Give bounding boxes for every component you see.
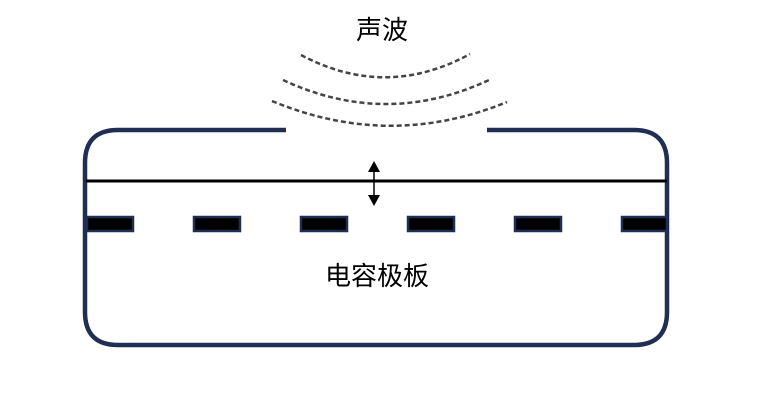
sound-wave-arc-inner bbox=[300, 52, 471, 79]
sound-wave-label: 声波 bbox=[355, 16, 409, 46]
sound-waves bbox=[271, 52, 508, 127]
microphone-housing bbox=[82, 127, 670, 348]
capacitor-plate-label: 电容极板 bbox=[324, 262, 430, 292]
sound-wave-arc-middle bbox=[282, 78, 490, 106]
sound-wave-arc-outer bbox=[271, 99, 508, 127]
vibration-arrow-icon bbox=[368, 161, 380, 206]
capacitor-plate bbox=[85, 215, 669, 233]
